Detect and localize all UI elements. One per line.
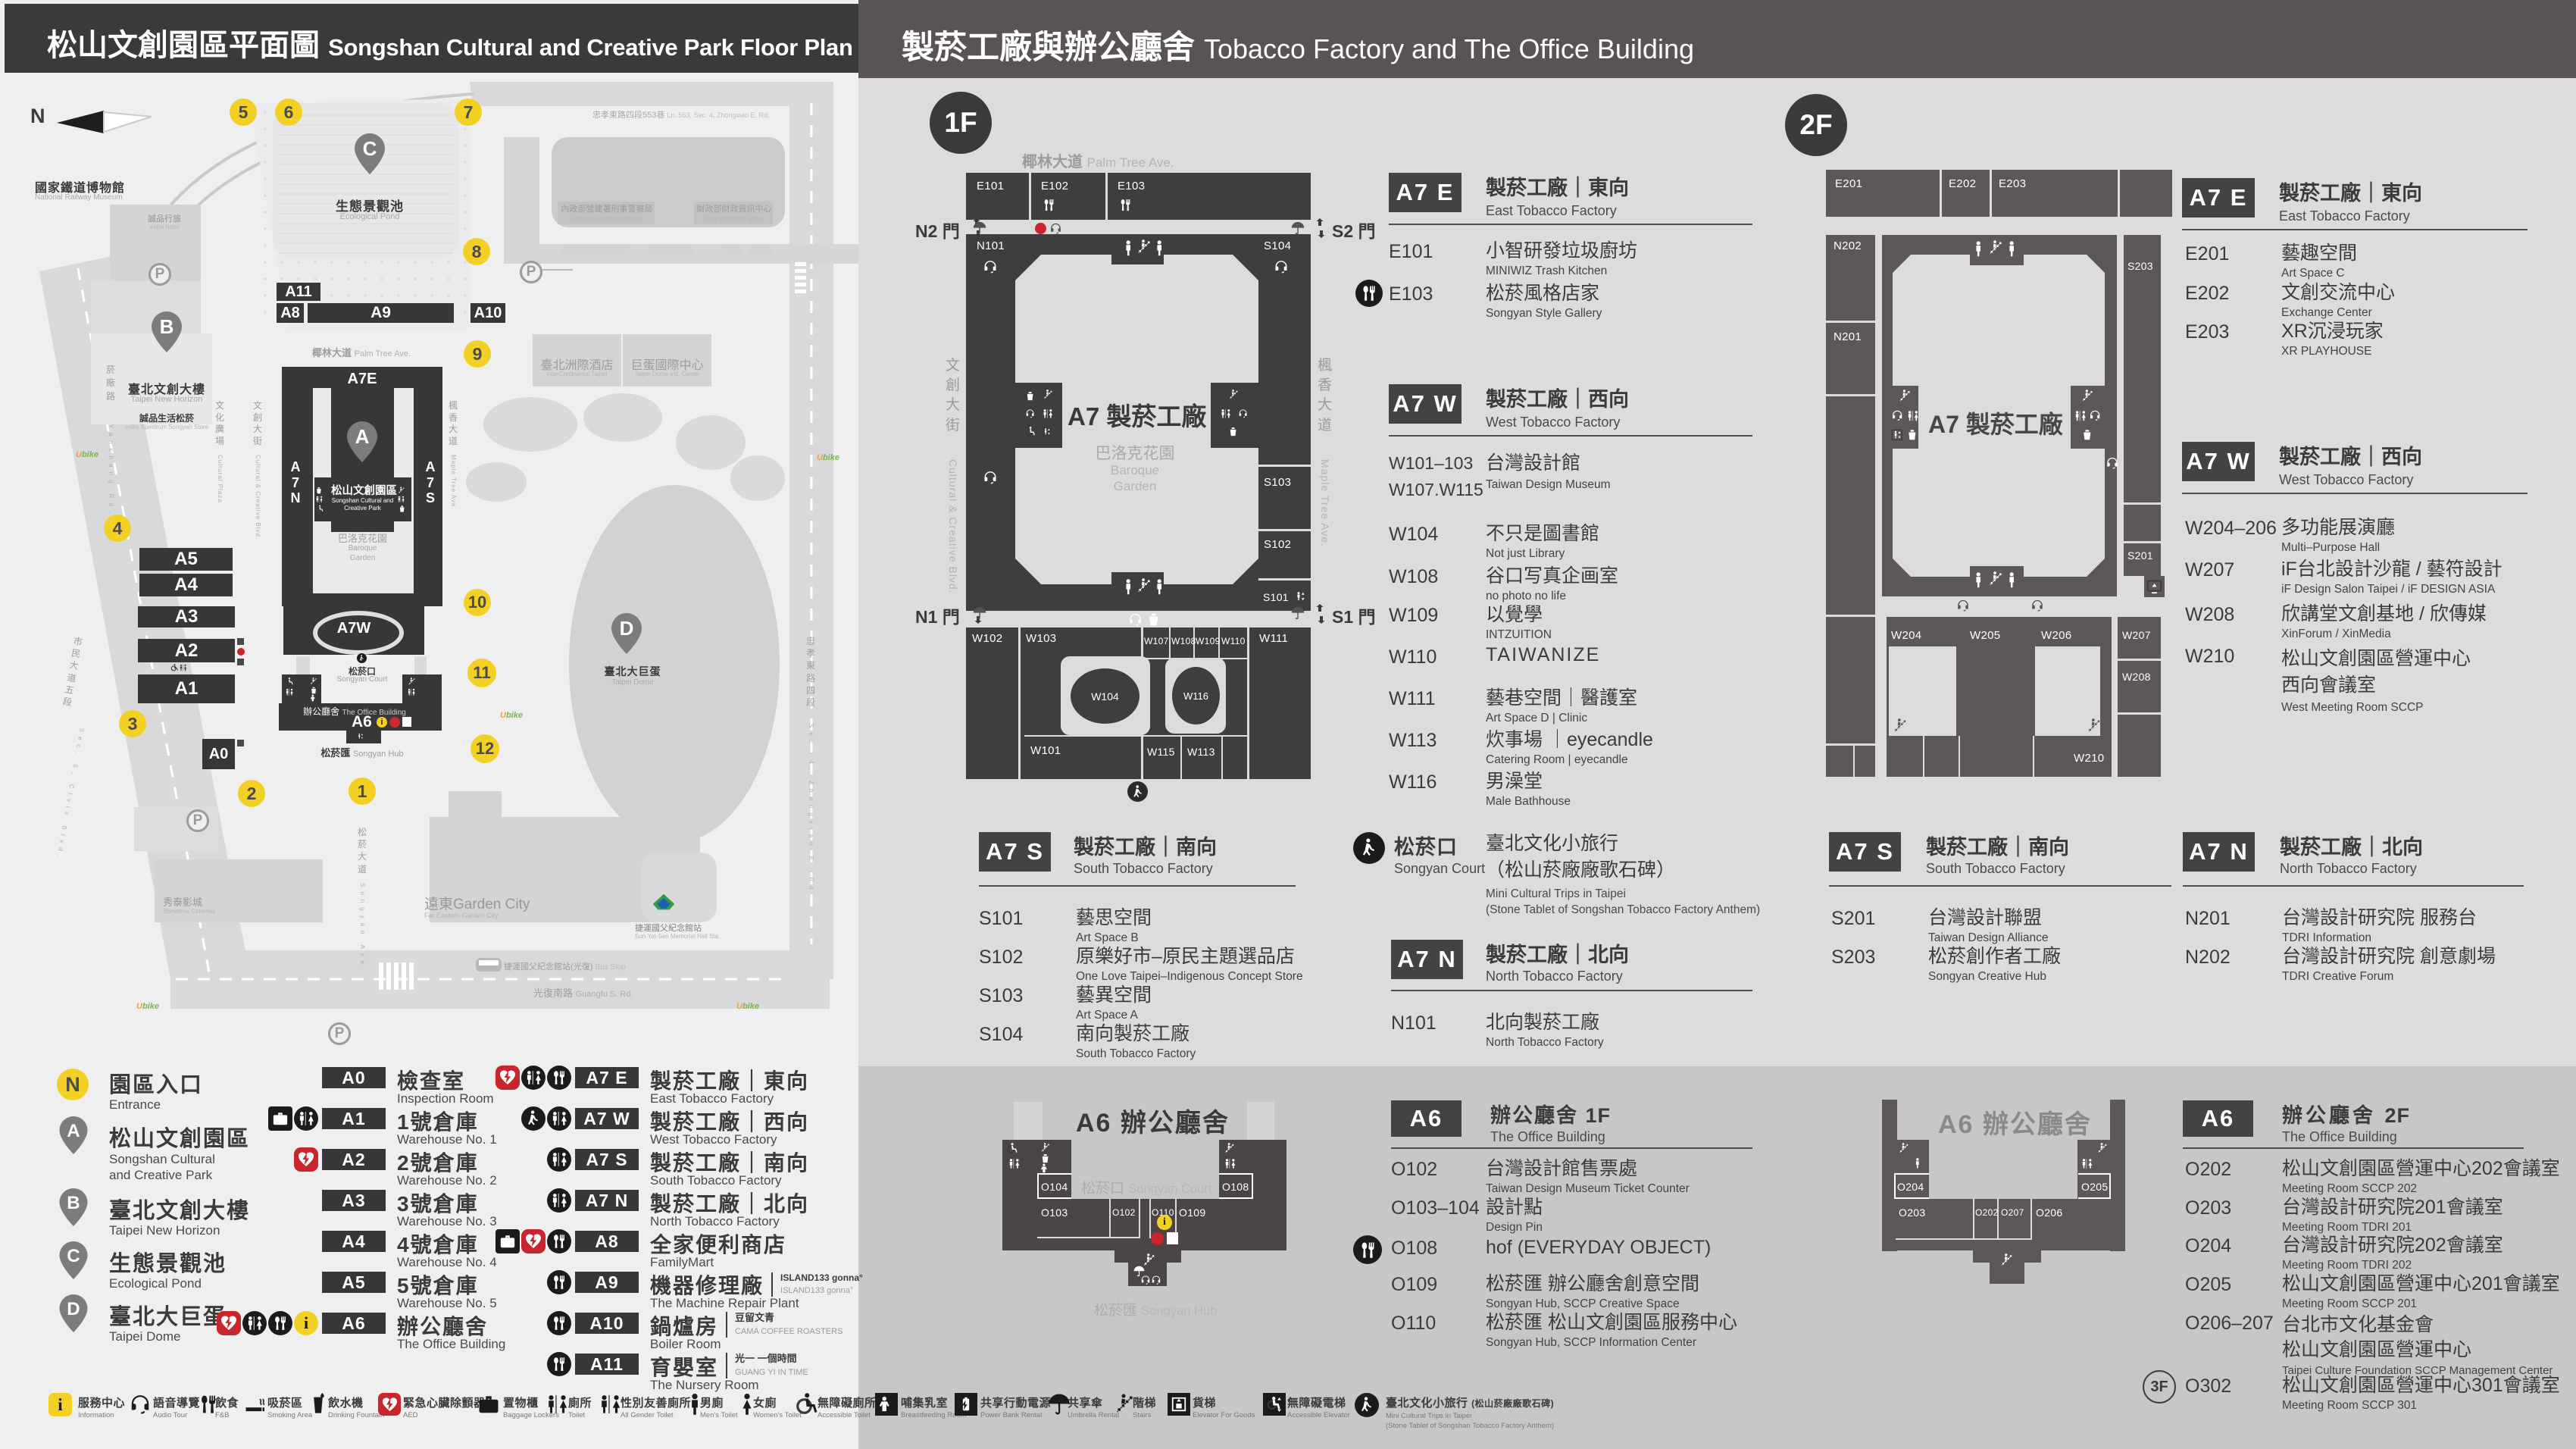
svg-text:C: C — [363, 137, 377, 160]
svg-text:D: D — [620, 617, 634, 640]
svg-text:B: B — [67, 1193, 80, 1213]
svg-text:C: C — [67, 1246, 80, 1266]
svg-text:B: B — [160, 315, 174, 338]
svg-text:A: A — [67, 1121, 80, 1141]
svg-text:D: D — [67, 1299, 80, 1319]
svg-text:A: A — [355, 425, 370, 448]
